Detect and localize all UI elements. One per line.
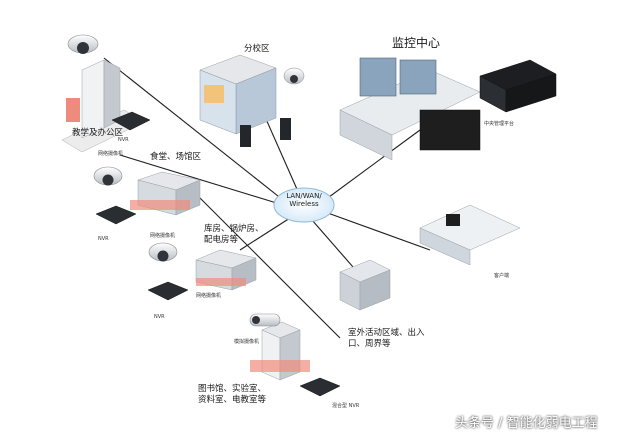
monitor-center-room [339,57,481,161]
bullet-camera-library [249,313,281,327]
central-platform-device [479,59,557,113]
library-nvr-tag: 混合型 NVR [332,403,360,409]
watermark: 头条号 / 智能化弱电工程 [455,416,598,431]
teaching-label: 教学及办公区 [72,128,124,138]
library-building [250,321,310,381]
monitor-center-label: 监控中心 [392,36,441,50]
line-branch [261,109,301,197]
dome-camera-teaching [67,34,99,54]
line-canteen [119,154,284,206]
hub-label: LAN/WAN/ Wireless [286,192,322,208]
canteen-camera-tag: 网络摄像机 [150,233,176,239]
canteen-building [130,171,201,216]
dome-camera-branch [283,67,305,85]
branch-label: 分校区 [244,44,270,54]
canteen-nvr-tag: NVR [98,236,109,242]
warehouse-building [195,249,257,291]
warehouse-label: 库房、锅炉房、 配电房等 [204,224,264,245]
line-outdoor [311,219,361,276]
warehouse-nvr-tag: NVR [154,314,165,320]
dome-camera-canteen [93,166,123,186]
line-warehouse [239,217,291,251]
teaching-camera-tag: 网络摄像机 [98,151,124,157]
teaching-nvr-tag: NVR [118,137,129,143]
hybrid-nvr-library [299,377,341,397]
warehouse-camera-tag: 网络摄像机 [196,293,222,299]
line-monitor [324,129,421,201]
library-label: 图书馆、实验室、 资料室、电教室等 [198,384,267,405]
outdoor-scene [339,259,391,311]
dome-camera-warehouse [148,242,178,262]
line-client [324,211,431,251]
network-hub-cloud [273,187,335,223]
library-camera-tag: 模拟摄像机 [234,339,260,345]
client-room [419,204,521,266]
line-library [179,177,341,339]
branch-building [199,54,277,135]
connection-lines [103,57,431,339]
outdoor-label: 室外活动区域、出入 口、周界等 [348,328,425,349]
nvr-warehouse [147,281,189,301]
canteen-label: 食堂、场馆区 [150,152,202,162]
line-teaching [103,57,284,201]
client-tag: 客户端 [494,273,510,279]
central-platform-tag: 中央管理平台 [484,121,515,127]
nvr-canteen [95,205,137,225]
nvr-towers-branch [240,118,291,147]
nvr-teaching [111,111,151,131]
